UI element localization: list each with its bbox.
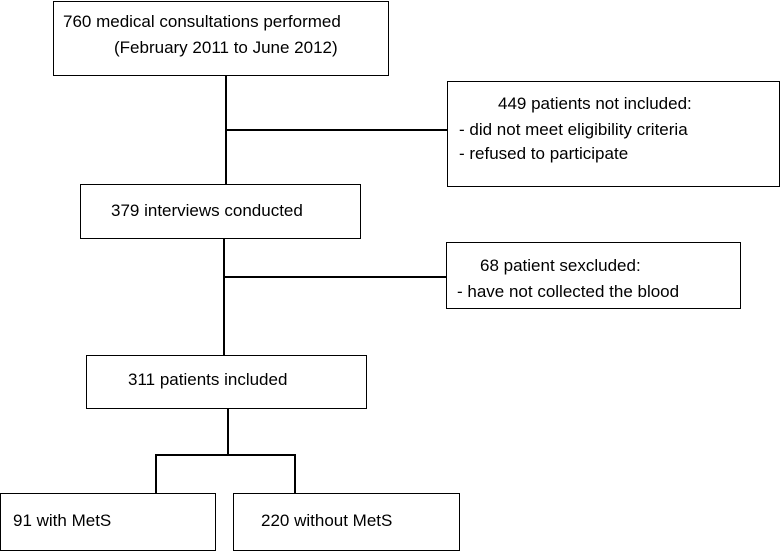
interviews-box: 379 interviews conducted	[80, 184, 361, 239]
consultations-count-text: 760 medical consultations performed	[63, 12, 341, 31]
not-included-title: 449 patients not included:	[498, 94, 692, 113]
included-box: 311 patients included	[86, 355, 367, 409]
consultations-period-text: (February 2011 to June 2012)	[114, 38, 338, 57]
connector-to-not-included	[225, 129, 447, 131]
excluded-box: 68 patient sexcluded: - have not collect…	[446, 242, 741, 309]
excluded-reason-blood: - have not collected the blood	[457, 282, 680, 301]
connector-included-to-split	[227, 409, 229, 454]
with-mets-box: 91 with MetS	[0, 493, 216, 551]
not-included-reason-refused: - refused to participate	[459, 144, 629, 163]
connector-to-excluded	[223, 276, 446, 278]
with-mets-text: 91 with MetS	[13, 511, 112, 530]
excluded-title: 68 patient sexcluded:	[480, 256, 641, 275]
not-included-reason-eligibility: - did not meet eligibility criteria	[459, 120, 688, 139]
connector-to-with-mets	[155, 454, 157, 493]
not-included-box: 449 patients not included: - did not mee…	[447, 81, 780, 187]
connector-interviews-to-included	[223, 239, 225, 355]
without-mets-text: 220 without MetS	[261, 511, 393, 530]
connector-split-bar	[155, 454, 295, 456]
interviews-text: 379 interviews conducted	[111, 201, 303, 220]
without-mets-box: 220 without MetS	[233, 493, 460, 551]
consultations-box: 760 medical consultations performed (Feb…	[53, 1, 389, 76]
included-text: 311 patients included	[128, 370, 288, 389]
connector-to-without-mets	[294, 454, 296, 493]
